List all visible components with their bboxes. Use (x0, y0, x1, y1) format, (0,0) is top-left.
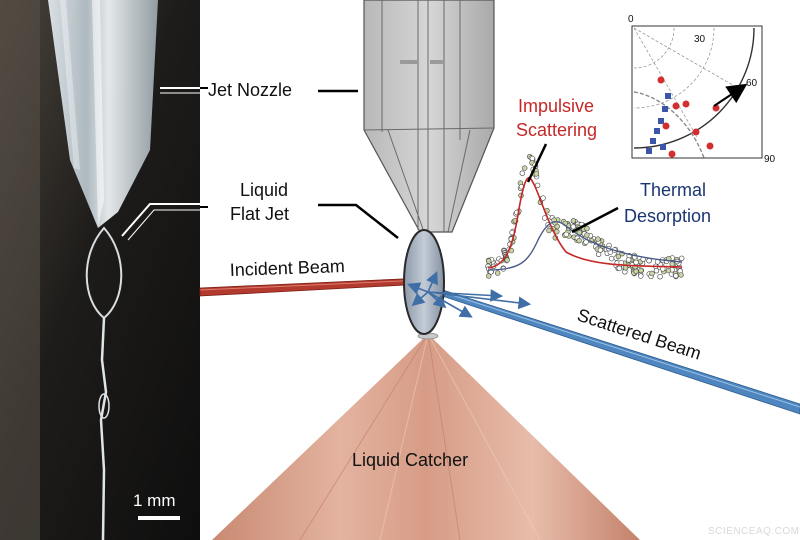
tof-data-point (504, 257, 510, 263)
thermal-points (646, 93, 671, 154)
tof-data-point (486, 258, 492, 264)
desorption-arrows (407, 271, 532, 318)
tof-data-point (546, 227, 552, 234)
polar-tick-90: 90 (764, 154, 776, 165)
tof-data-point (570, 218, 577, 224)
tof-data-point (616, 265, 622, 272)
polar-tick-30: 30 (694, 34, 706, 45)
tof-data-point (584, 225, 590, 232)
watermark: SCIENCEAQ.COM (708, 526, 800, 537)
polar-grid (633, 27, 755, 159)
tof-data-point (576, 238, 582, 244)
tof-data-point (649, 270, 655, 277)
thermal-fit-curve (487, 220, 683, 271)
incident-beam-label: Incident Beam (229, 256, 345, 280)
tof-data-point (597, 247, 604, 253)
polar-spoke (633, 27, 698, 138)
desorption-label: Desorption (624, 206, 711, 226)
liquid-catcher (212, 332, 640, 540)
tof-data-point (638, 273, 644, 279)
tof-data-point (665, 267, 672, 274)
polar-ring (633, 27, 675, 69)
tof-data-point (673, 273, 679, 279)
tof-data-point (595, 236, 601, 242)
polar-tick-0: 0 (628, 14, 634, 25)
tof-data-point (678, 272, 684, 278)
incident-beam (199, 277, 425, 297)
tof-data-point (563, 231, 569, 238)
glass-nozzle-photo (48, 0, 158, 228)
impulsive-fit-curve (487, 176, 683, 269)
tof-data-point (657, 274, 663, 280)
tof-data-point (653, 268, 660, 274)
polar-spoke (633, 27, 744, 92)
tof-data-point (554, 223, 560, 230)
tof-inset (485, 153, 685, 280)
tof-data-point (625, 257, 632, 263)
scattering-label: Scattering (516, 120, 597, 140)
tof-data-point (534, 182, 541, 189)
impulsive-leader (526, 143, 548, 183)
jet-nozzle-label: Jet Nozzle (208, 80, 292, 100)
liquid-catcher-label: Liquid Catcher (352, 450, 468, 470)
tof-data-point (486, 273, 492, 279)
tof-data-point (584, 232, 590, 238)
polar-tick-60: 60 (746, 78, 758, 89)
tof-data-point (678, 255, 685, 261)
tof-data-point (519, 170, 525, 176)
jet-stream-photo (99, 317, 108, 540)
tof-data-point (570, 224, 576, 230)
impulsive-points (657, 76, 720, 158)
flat-jet-leader (318, 203, 399, 239)
tof-data-point (521, 165, 528, 171)
tof-data-point (608, 255, 615, 262)
liquid-label: Liquid (240, 180, 288, 200)
thermal-leader (571, 206, 619, 234)
tof-data-point (638, 267, 644, 274)
tof-data-point (533, 171, 540, 177)
flat-jet-label: Flat Jet (230, 204, 289, 224)
impulsive-label: Impulsive (518, 96, 594, 116)
polar-arrow (713, 83, 748, 107)
tof-data-point (615, 253, 622, 260)
tof-data-point (540, 195, 546, 201)
tof-data-point (495, 270, 501, 276)
polar-reference-curve (633, 91, 705, 159)
tof-data-point (633, 268, 639, 274)
tof-data-point (669, 261, 675, 267)
polar-ring (633, 27, 715, 109)
scale-bar-label: 1 mm (133, 491, 176, 510)
polar-ring (633, 27, 755, 149)
flat-jet-sheet (403, 229, 445, 335)
thermal-label: Thermal (640, 180, 706, 200)
polar-plot: 0 30 60 90 (628, 14, 776, 165)
jet-nozzle-assembly (363, 0, 495, 233)
photo-panel: 1 mm (0, 0, 200, 540)
tof-data-point (633, 259, 639, 266)
